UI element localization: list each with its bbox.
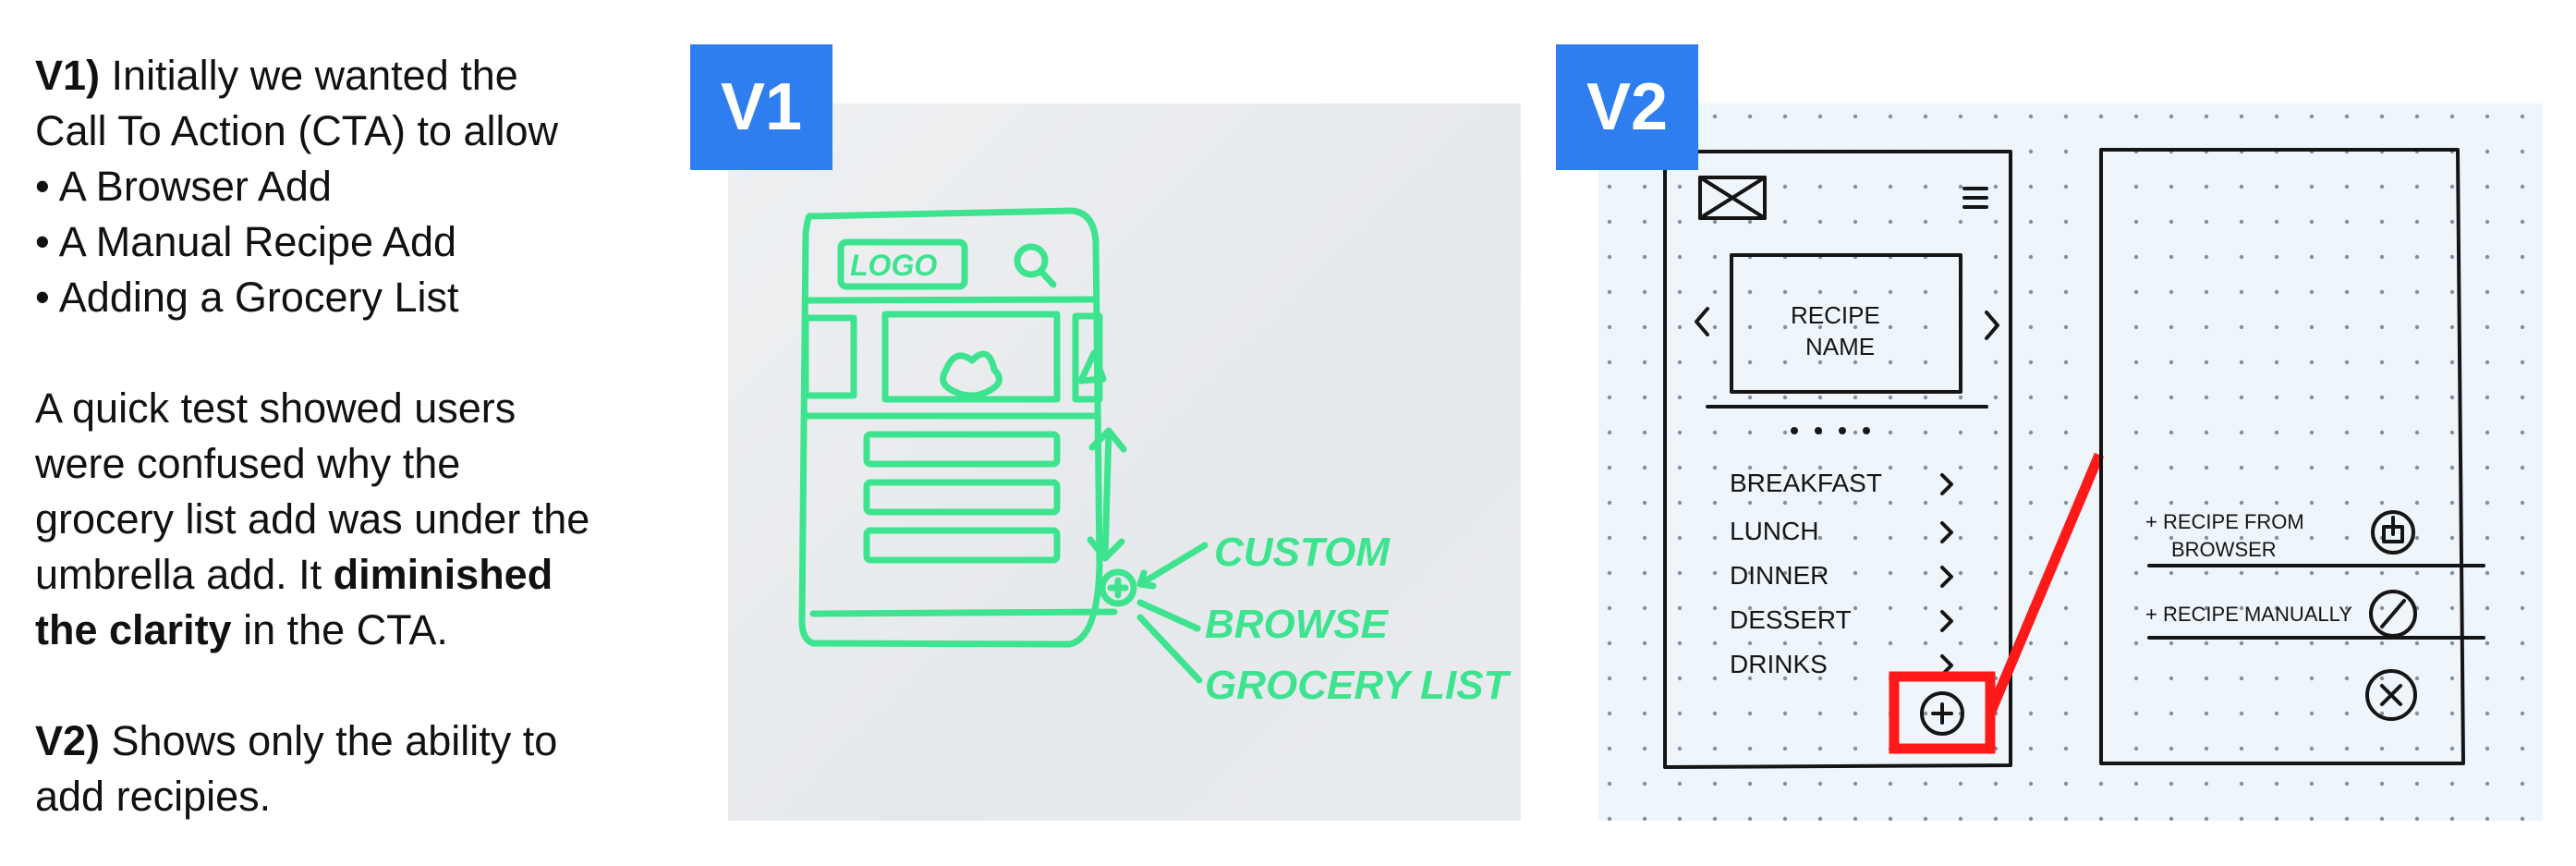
- quick-test-line-2: were confused why the: [35, 440, 461, 487]
- add-recipe-icon: [1920, 691, 1964, 736]
- list-bar: [863, 527, 1061, 564]
- chevron-right-icon: [1940, 566, 1953, 588]
- pencil-icon: [2369, 590, 2417, 638]
- menu-breakfast: BREAKFAST: [1730, 469, 1882, 497]
- flower-icon: [940, 350, 1002, 399]
- recipe-name-line-2: NAME: [1805, 333, 1875, 360]
- option-recipe-from-browser-1: + RECIPE FROM: [2145, 510, 2304, 533]
- option-grocery-list: GROCERY LIST: [1205, 663, 1512, 708]
- carousel-prev-icon: [1695, 307, 1709, 336]
- v1-text-2: Call To Action (CTA) to allow: [35, 107, 559, 154]
- menu-drinks: DRINKS: [1730, 650, 1828, 678]
- v1-whiteboard-photo: LOGO CUSTOM BROWSE GROCERY LIST: [728, 104, 1521, 821]
- v1-sketch: LOGO CUSTOM BROWSE GROCERY LIST: [798, 207, 1512, 708]
- search-icon: [1014, 243, 1049, 278]
- phone-frame-left: [1663, 150, 2012, 769]
- quick-test-line-3: grocery list add was under the: [35, 495, 590, 543]
- bullet-manual-add: • A Manual Recipe Add: [35, 218, 457, 265]
- quick-test-line-4: umbrella add. It: [35, 551, 334, 598]
- v1-text-1: Initially we wanted the: [100, 52, 518, 99]
- the-clarity-bold: the clarity: [35, 606, 232, 653]
- carousel-next-icon: [1985, 311, 1999, 340]
- option-recipe-from-browser-2: BROWSER: [2171, 538, 2277, 561]
- carousel-next-box: [1072, 312, 1103, 403]
- phone-frame-right: [2099, 148, 2465, 765]
- image-placeholder-icon: [1698, 176, 1767, 220]
- hamburger-menu-icon: [1962, 187, 1988, 209]
- quick-test-line-1: A quick test showed users: [35, 384, 516, 432]
- close-icon: [2365, 669, 2417, 721]
- browser-import-icon: [2371, 510, 2415, 555]
- carousel-prev-box: [802, 314, 857, 399]
- list-bar: [863, 431, 1061, 468]
- menu-dessert: DESSERT: [1730, 605, 1852, 634]
- option-browse: BROWSE: [1205, 602, 1390, 647]
- bullet-browser-add: • A Browser Add: [35, 163, 332, 210]
- chevron-right-icon: [1940, 521, 1953, 543]
- chevron-right-icon: [1940, 473, 1953, 495]
- v2-tag: V2: [1556, 44, 1698, 170]
- option-custom: CUSTOM: [1214, 530, 1391, 575]
- chevron-right-icon: [1940, 610, 1953, 632]
- v2-paper-photo: RECIPE NAME BREAKFAST LUNCH DINNER DESSE…: [1598, 104, 2543, 821]
- notes-text: V1) Initially we wanted the Call To Acti…: [35, 48, 673, 824]
- v2-lead: V2): [35, 717, 101, 764]
- recipe-card: [1730, 253, 1962, 394]
- menu-dinner: DINNER: [1730, 561, 1829, 590]
- quick-test-line-5: in the CTA.: [231, 606, 448, 653]
- diminished-bold: diminished: [333, 551, 553, 598]
- highlight-connector: [1985, 452, 2105, 716]
- v1-lead: V1): [35, 52, 101, 99]
- option-recipe-manually: + RECIPE MANUALLY: [2145, 603, 2352, 626]
- menu-lunch: LUNCH: [1730, 517, 1818, 545]
- v1-tag: V1: [690, 44, 832, 170]
- list-bar: [863, 479, 1061, 516]
- add-cta-icon: [1099, 568, 1137, 607]
- logo-label: LOGO: [850, 249, 937, 282]
- bullet-grocery-list: • Adding a Grocery List: [35, 274, 459, 321]
- carousel-main-box: [881, 311, 1061, 403]
- recipe-name-line-1: RECIPE: [1791, 301, 1880, 329]
- v2-sketch: RECIPE NAME BREAKFAST LUNCH DINNER DESSE…: [1598, 104, 2543, 821]
- v2-text-2: add recipies.: [35, 773, 272, 820]
- v2-text-1: Shows only the ability to: [100, 717, 558, 764]
- pagination-dots: [1791, 427, 1870, 434]
- logo-box: [837, 238, 968, 290]
